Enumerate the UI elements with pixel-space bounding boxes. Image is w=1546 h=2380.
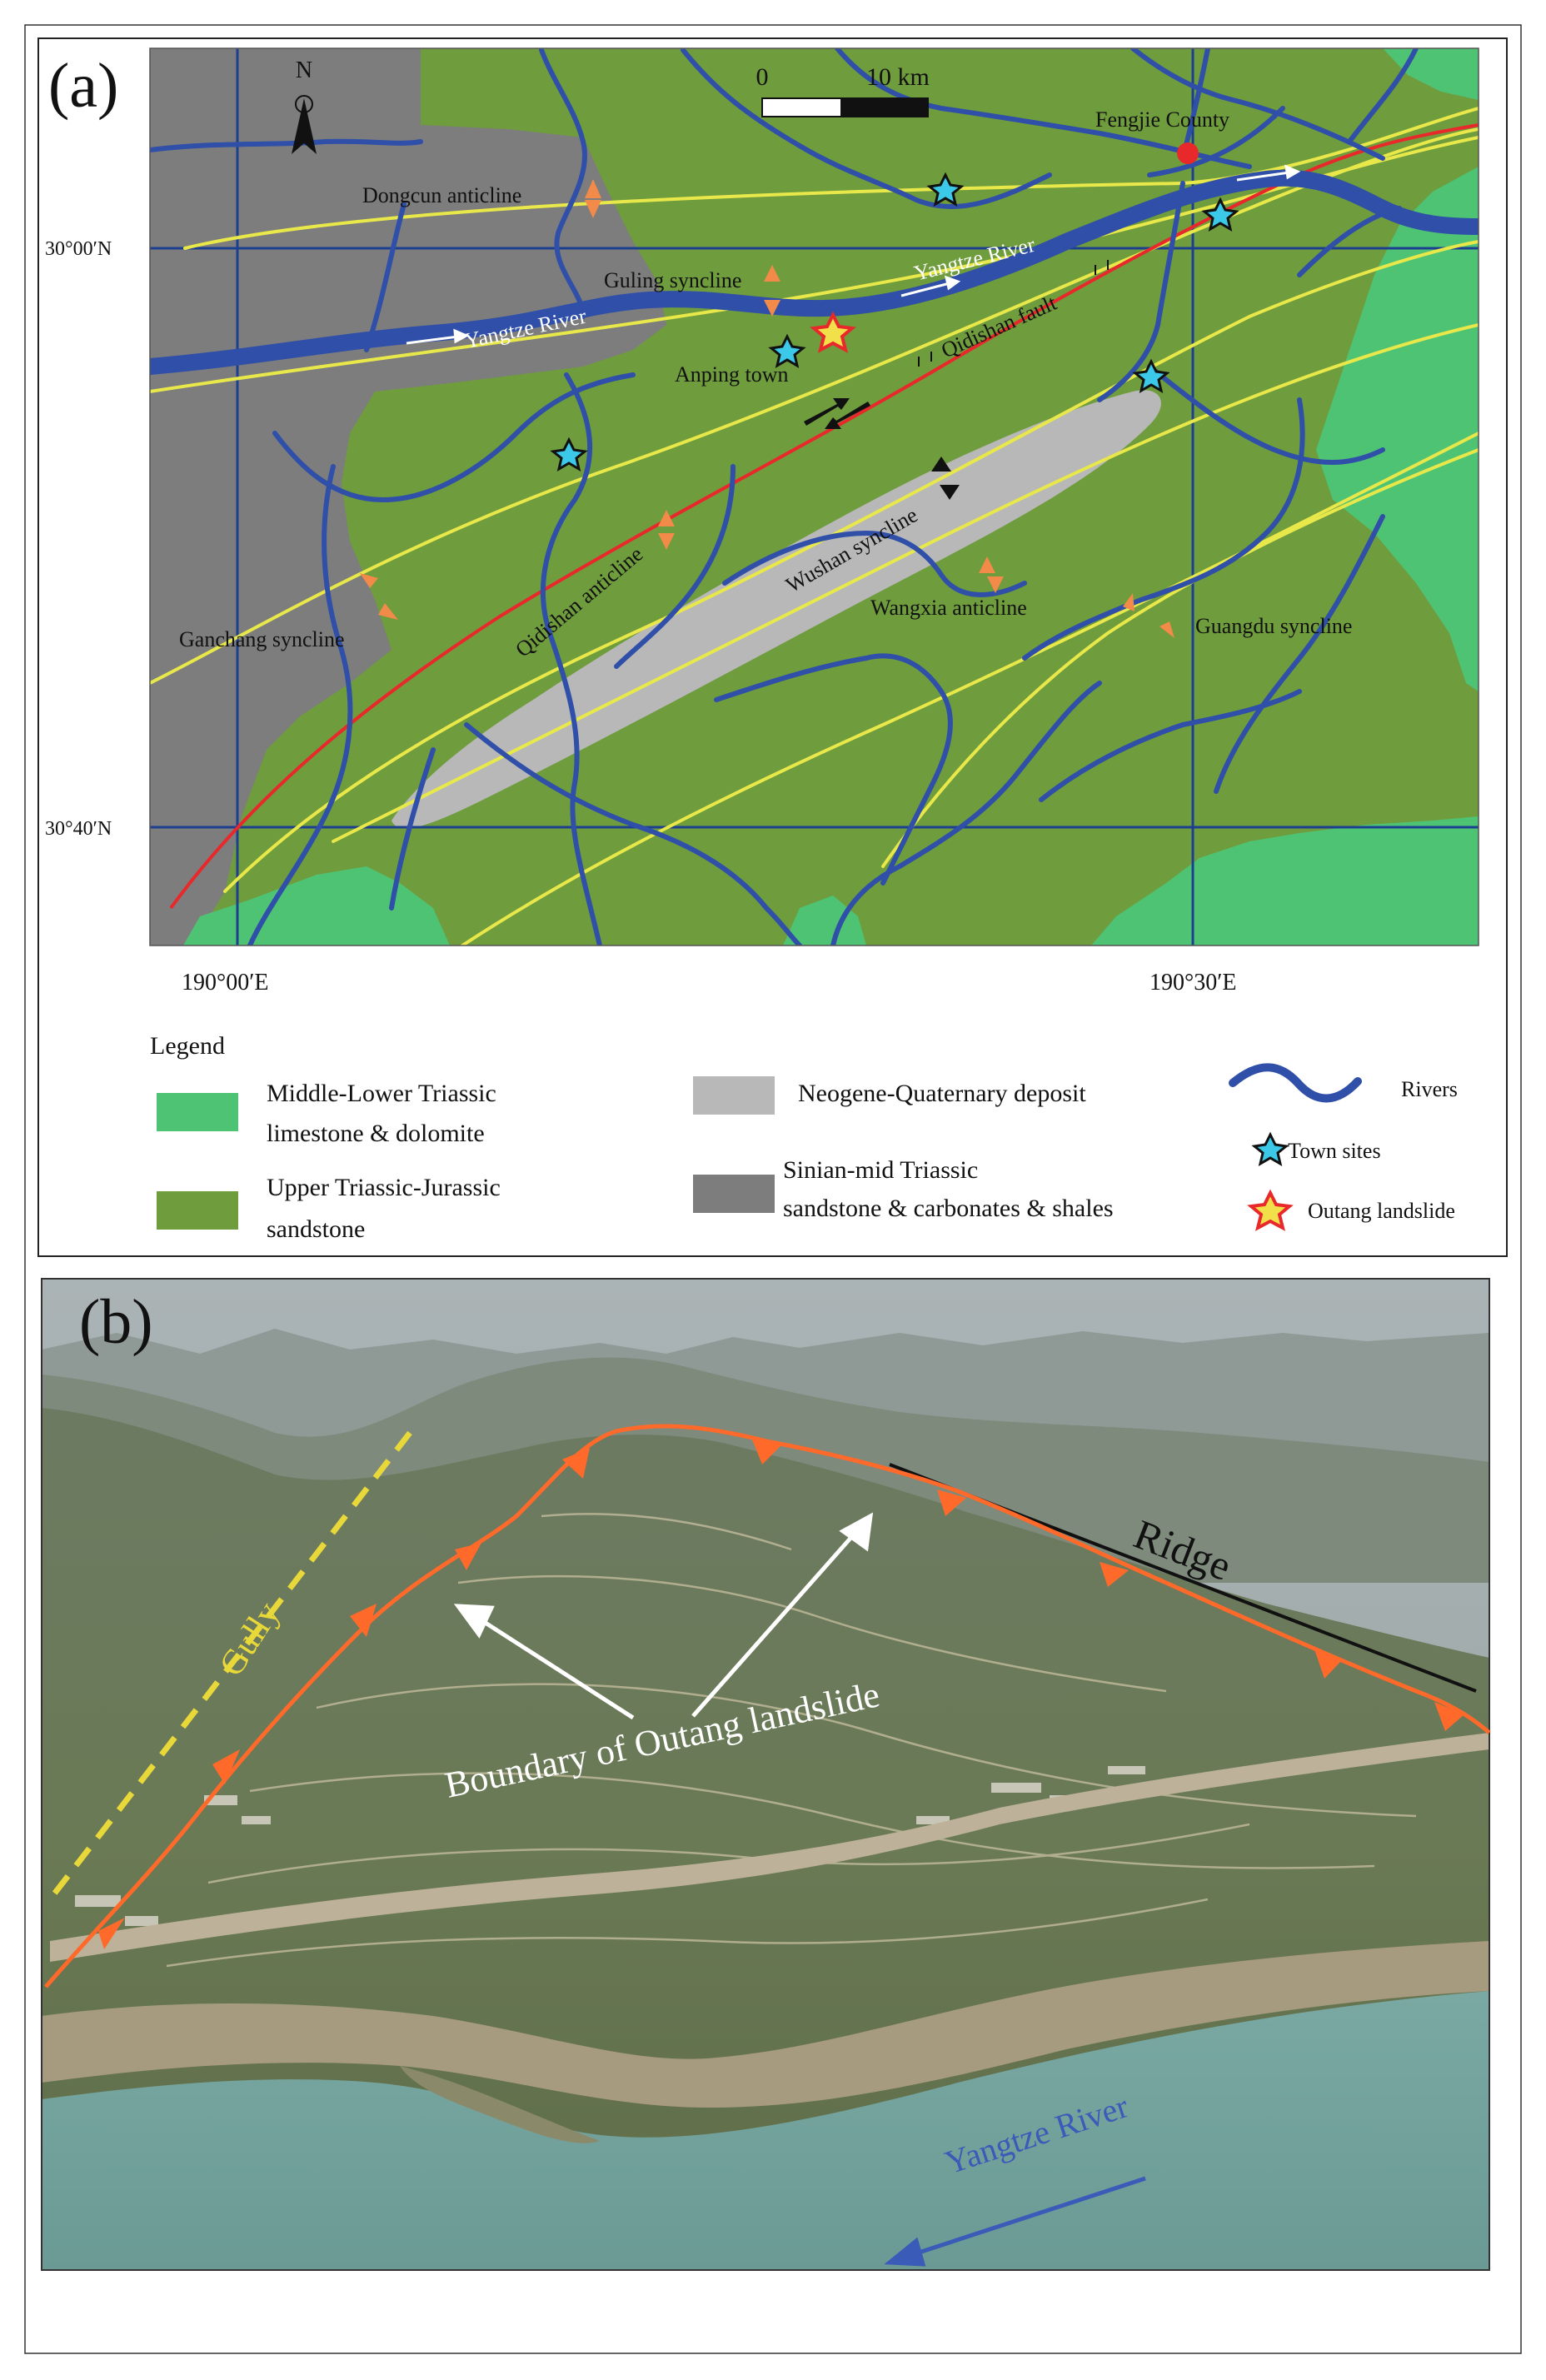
- legend-nq: Neogene-Quaternary deposit: [798, 1080, 1086, 1107]
- boundary-arrows: [453, 1512, 874, 1720]
- limestone-unit-right: [1316, 167, 1479, 691]
- graticule: [150, 48, 1479, 946]
- legend-sm-2: sandstone & carbonates & shales: [783, 1195, 1114, 1222]
- sinian-unit: [150, 48, 666, 946]
- shore-road: [50, 1733, 1489, 1962]
- legend-swatch-limestone: [157, 1093, 238, 1131]
- shore-band: [42, 1941, 1489, 2108]
- lat-bottom: 30°40′N: [45, 818, 112, 840]
- legend-town-icon: [1251, 1131, 1289, 1167]
- legend-landslide: Outang landslide: [1308, 1199, 1455, 1223]
- legend-rivers: Rivers: [1401, 1077, 1458, 1101]
- photo: [42, 1279, 1489, 2270]
- legend-swatch-sandstone: [157, 1191, 238, 1230]
- boundary-teeth: [98, 1439, 1464, 1949]
- scale-bar: 0 10 km: [756, 63, 930, 117]
- anping-label: Anping town: [675, 362, 789, 387]
- legend-title: Legend: [150, 1032, 225, 1060]
- guangdu-label: Guangdu syncline: [1195, 614, 1352, 638]
- lat-top: 30°00′N: [45, 238, 112, 260]
- fold-symbols: [360, 179, 1174, 638]
- map-frame: [149, 47, 1479, 946]
- north-arrow: N: [292, 57, 317, 154]
- peninsula: [400, 2066, 600, 2143]
- panel-a: N 0 10 km (a) 30°00′N 30°40′N 190°00′E 1…: [37, 37, 1508, 1257]
- wangxia-label: Wangxia anticline: [870, 596, 1027, 620]
- limestone-unit-bottom-mid: [783, 896, 866, 946]
- legend-utj-2: sandstone: [267, 1215, 365, 1243]
- panel-b: Gully Ridge Boundary of Outang landslide: [41, 1278, 1491, 2271]
- fault-ticks: [918, 260, 1109, 367]
- flow-arrows: [406, 164, 1301, 345]
- town-markers: [550, 172, 1239, 472]
- neogene-unit: [391, 390, 1161, 829]
- legend-mlt-1: Middle-Lower Triassic: [267, 1080, 496, 1107]
- guling-label: Guling syncline: [604, 268, 741, 292]
- rivers: [150, 48, 1479, 946]
- geologic-map: [150, 48, 1479, 946]
- outer-border: [24, 24, 1522, 2354]
- legend-utj-1: Upper Triassic-Jurassic: [267, 1174, 501, 1201]
- lon-left: 190°00′E: [182, 970, 268, 995]
- photo-frame: [41, 1278, 1490, 2271]
- legend-landslide-icon: [1247, 1189, 1294, 1231]
- fault-motion-arrows: [804, 398, 870, 429]
- scale-ten: 10 km: [866, 63, 930, 91]
- limestone-unit-bottom-left: [183, 866, 450, 946]
- ganchang-label: Ganchang syncline: [179, 627, 345, 651]
- legend-mlt-2: limestone & dolomite: [267, 1120, 485, 1147]
- lon-right: 190°30′E: [1150, 970, 1236, 995]
- panel-b-label: (b): [79, 1287, 153, 1357]
- fengjie-label: Fengjie County: [1095, 107, 1229, 132]
- limestone-unit-bottom-right: [1091, 816, 1479, 946]
- legend-swatch-neogene: [693, 1076, 775, 1115]
- legend-swatch-sinian: [693, 1175, 775, 1213]
- qidishan-fault-line: [169, 123, 1479, 910]
- legend-river-icon: [1229, 1063, 1362, 1103]
- fengjie-marker: [1177, 142, 1199, 164]
- dongcun-label: Dongcun anticline: [362, 183, 521, 207]
- yangtze-water: [42, 1991, 1489, 2270]
- gully-line: [47, 1430, 412, 1902]
- landslide-boundary: [44, 1424, 1491, 1988]
- north-label: N: [296, 57, 312, 83]
- wushan-syncline-symbol: [931, 457, 960, 500]
- panel-a-label: (a): [48, 51, 118, 121]
- river-direction-arrow: [884, 2176, 1146, 2267]
- legend-towns: Town sites: [1288, 1139, 1381, 1163]
- yangtze-river: [150, 169, 1479, 375]
- legend: Legend Middle-Lower Triassic limestone &…: [150, 1032, 1458, 1243]
- outang-landslide-marker: [810, 311, 856, 353]
- scale-zero: 0: [756, 63, 769, 91]
- legend-sm-1: Sinian-mid Triassic: [783, 1156, 978, 1184]
